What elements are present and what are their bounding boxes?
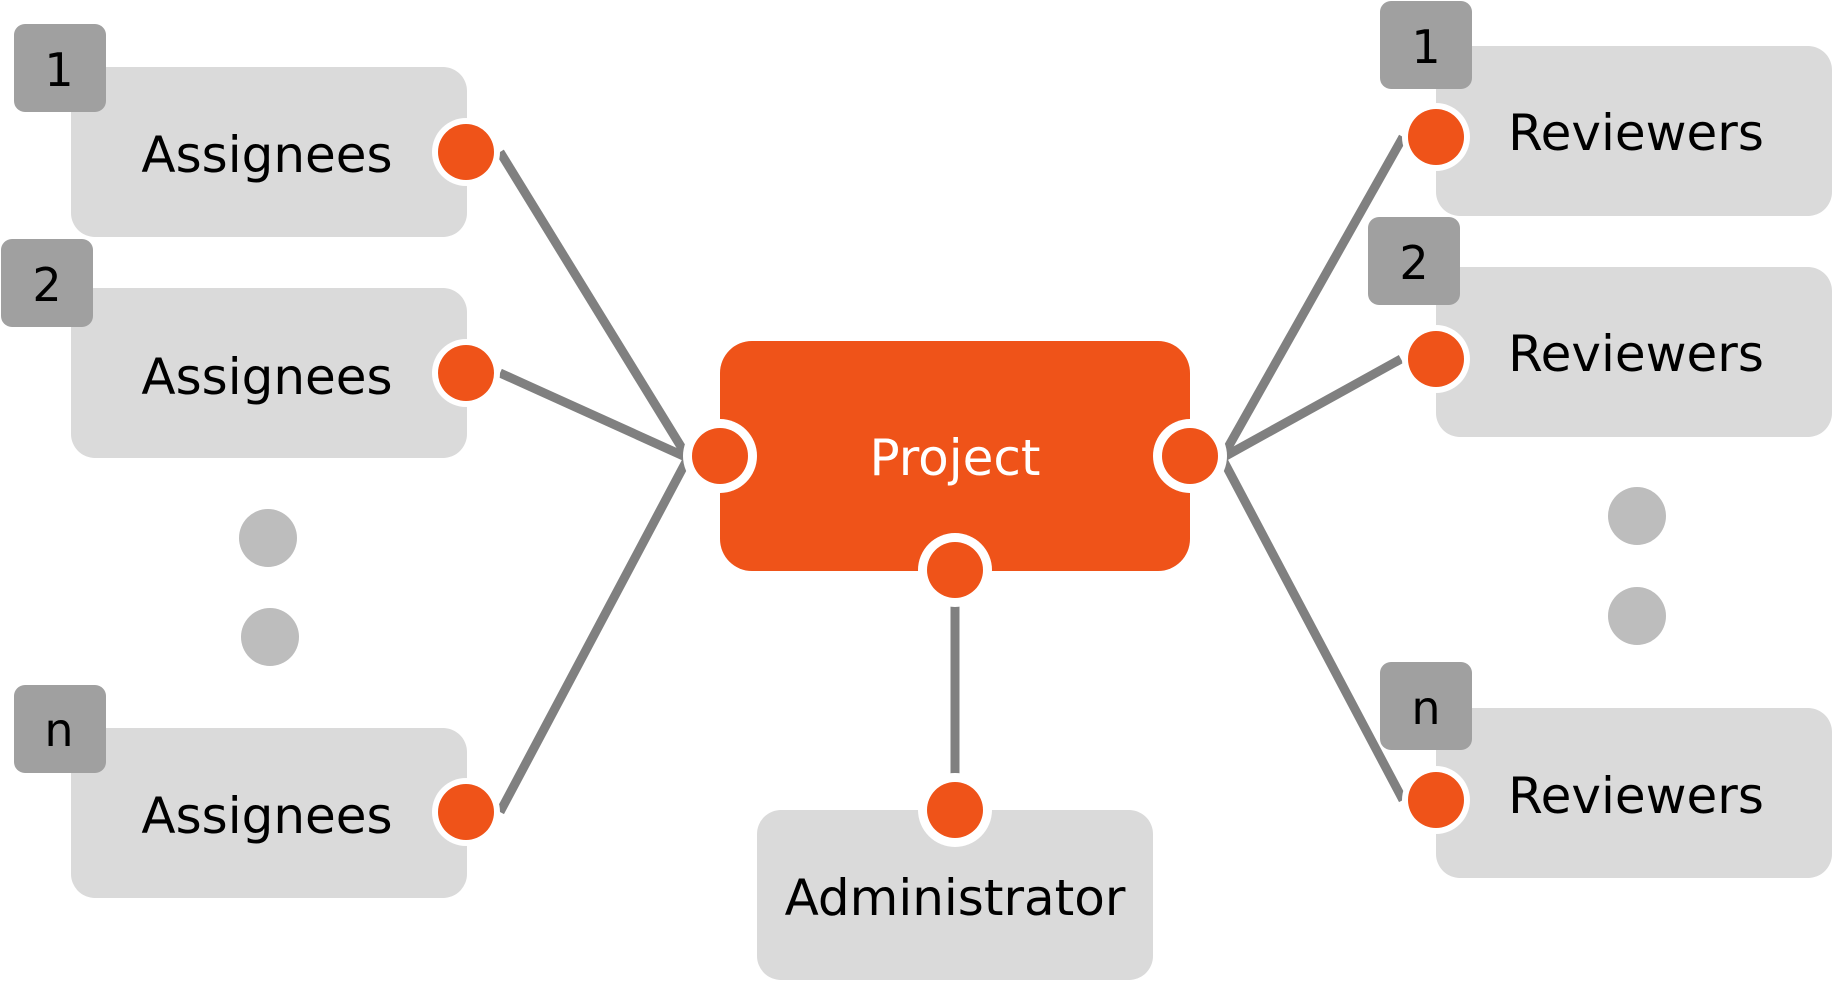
connectors [496, 134, 1407, 815]
index-badge-label: 2 [1399, 236, 1428, 290]
ellipsis-dot [239, 509, 297, 567]
assignee-box [71, 728, 467, 898]
index-badge-label: 1 [44, 43, 73, 97]
index-badge-label: 1 [1411, 20, 1440, 74]
project-port-left-dot [692, 428, 748, 484]
index-badge [14, 685, 106, 773]
index-badge [14, 24, 106, 112]
administrator-label: Administrator [785, 869, 1126, 927]
project-port-right-dot [1162, 428, 1218, 484]
ellipsis-dot [1608, 587, 1666, 645]
connector-assignees-2 [498, 368, 690, 463]
reviewer-box [1436, 708, 1832, 878]
project-label: Project [869, 429, 1040, 487]
administrator-port-dot [927, 782, 983, 838]
connector-assignees-1 [496, 149, 692, 461]
index-badge [1, 239, 93, 327]
assignee-card-1: 1 Assignees [14, 24, 500, 237]
reviewer-box [1436, 46, 1832, 216]
connection-port-dot [438, 784, 494, 840]
connector-assignees-n [496, 455, 692, 815]
assignee-box [71, 67, 467, 237]
assignee-label: Assignees [141, 787, 392, 845]
connector-reviewers-2 [1219, 355, 1404, 462]
index-badge-label: 2 [32, 258, 61, 312]
index-badge [1368, 217, 1460, 305]
index-badge-label: n [44, 703, 73, 757]
index-badge [1380, 1, 1472, 89]
assignee-label: Assignees [141, 126, 392, 184]
reviewer-card-1: 1 Reviewers [1380, 1, 1832, 216]
administrator-box [757, 810, 1153, 980]
assignee-card-2: 2 Assignees [1, 239, 500, 458]
assignee-label: Assignees [141, 348, 392, 406]
connection-port-dot [1408, 772, 1464, 828]
ellipsis-right [1608, 487, 1666, 645]
connector-reviewers-n [1218, 455, 1407, 803]
reviewer-label: Reviewers [1508, 325, 1764, 383]
project-node: Project [683, 341, 1227, 607]
ellipsis-left [239, 509, 299, 666]
connection-port-dot [438, 124, 494, 180]
reviewer-label: Reviewers [1508, 104, 1764, 162]
connector-reviewers-1 [1218, 134, 1407, 461]
reviewer-card-n: n Reviewers [1380, 662, 1832, 878]
index-badge [1380, 662, 1472, 750]
assignee-box [71, 288, 467, 458]
ellipsis-dot [1608, 487, 1666, 545]
connection-port-dot [1408, 109, 1464, 165]
reviewer-box [1436, 267, 1832, 437]
administrator-node: Administrator [757, 773, 1153, 980]
reviewer-card-2: 2 Reviewers [1368, 217, 1832, 437]
index-badge-label: n [1411, 681, 1440, 735]
project-box [720, 341, 1190, 571]
connection-port-dot [1408, 331, 1464, 387]
connection-port-dot [438, 345, 494, 401]
reviewer-label: Reviewers [1508, 767, 1764, 825]
project-port-bottom-dot [927, 542, 983, 598]
ellipsis-dot [241, 608, 299, 666]
assignee-card-n: n Assignees [14, 685, 500, 898]
